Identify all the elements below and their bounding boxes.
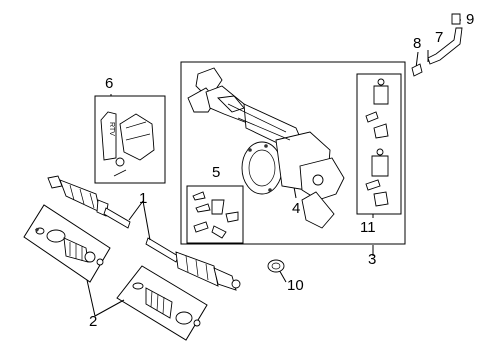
axle-housing-group-box xyxy=(180,61,406,245)
callout-4: 4 xyxy=(292,200,301,217)
bolt-kit-parts xyxy=(192,191,239,239)
callout-10: 10 xyxy=(287,277,304,294)
vent-hose xyxy=(427,27,463,65)
inner-boot-parts xyxy=(34,227,104,266)
outer-boot-parts xyxy=(132,282,201,327)
sealant-kit-parts: RTV xyxy=(100,111,155,177)
callout-11: 11 xyxy=(360,219,376,236)
vent-fitting xyxy=(411,63,423,77)
callout-6: 6 xyxy=(105,75,114,92)
callout-2: 2 xyxy=(89,313,98,330)
bearing-kit-box xyxy=(356,73,402,215)
callout-5: 5 xyxy=(212,164,221,181)
axle-housing xyxy=(187,67,345,229)
sealant-kit-box xyxy=(94,95,166,184)
inner-cv-shaft xyxy=(145,237,241,291)
outer-cv-shaft xyxy=(47,175,131,229)
inner-boot-kit-box xyxy=(23,204,111,283)
rtv-tube-label: RTV xyxy=(108,122,115,136)
hose-clip xyxy=(451,13,461,25)
callout-7: 7 xyxy=(435,29,444,46)
callout-3: 3 xyxy=(368,251,377,268)
axle-seal xyxy=(267,259,285,273)
outer-boot-kit-box xyxy=(116,265,208,341)
bearing-kit-parts xyxy=(365,78,389,207)
bolt-kit-box xyxy=(186,185,244,244)
callout-9: 9 xyxy=(466,11,475,28)
callout-1: 1 xyxy=(139,190,148,207)
callout-8: 8 xyxy=(413,35,422,52)
